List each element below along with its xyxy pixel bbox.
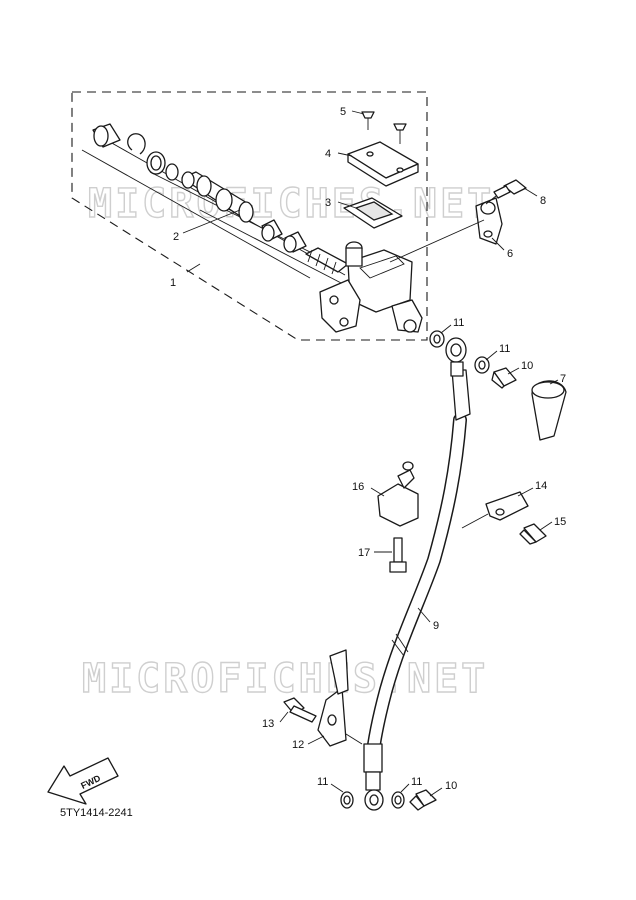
callout-15: 15 xyxy=(554,516,566,528)
union-axis-line xyxy=(389,219,485,263)
callout-11-bottom-right: 11 xyxy=(411,776,422,788)
callout-1: 1 xyxy=(170,277,176,289)
callout-11-bottom-left: 11 xyxy=(317,776,328,788)
holder-12-part xyxy=(317,649,349,747)
diagram-code: 5TY1414-2241 xyxy=(60,807,133,819)
piston-rod-part xyxy=(181,171,254,223)
callout-10-top: 10 xyxy=(521,360,533,372)
callout-4: 4 xyxy=(325,148,331,160)
callout-14: 14 xyxy=(535,480,547,492)
piston-cup-part xyxy=(92,123,121,148)
bolt-8-part xyxy=(493,179,527,199)
callout-3: 3 xyxy=(325,197,331,209)
holder-link xyxy=(345,733,363,745)
cup-seal-part xyxy=(261,219,283,242)
assembly-outline xyxy=(71,91,428,341)
hose-bracket-link xyxy=(461,513,489,529)
callout-13: 13 xyxy=(262,718,274,730)
hose-holder-16-part xyxy=(377,461,419,527)
callout-11-right: 11 xyxy=(499,343,510,355)
bolt-13-part xyxy=(283,697,317,723)
watermark-bottom: MICROFICHES.NET xyxy=(82,656,488,702)
washer-11-bottom-right-part xyxy=(391,791,405,809)
master-cylinder-body xyxy=(319,241,423,333)
callout-17: 17 xyxy=(358,547,370,559)
cap-screw-part xyxy=(361,111,407,144)
washer-ring-part xyxy=(146,151,166,175)
union-bolt-10-bottom-part xyxy=(409,789,437,811)
circlip-part xyxy=(127,133,146,155)
bolt-15-part xyxy=(519,523,547,545)
washer-11-right-part xyxy=(474,356,490,374)
callout-7: 7 xyxy=(560,373,566,385)
fwd-arrow-icon: FWD xyxy=(47,757,119,805)
protector-boot-part xyxy=(531,380,567,441)
union-bolt-10-top-part xyxy=(491,367,517,389)
washer-11-top-part xyxy=(429,330,445,348)
callout-8: 8 xyxy=(540,195,546,207)
washer-11-bottom-left-part xyxy=(340,791,354,809)
diaphragm-part xyxy=(343,197,403,229)
callout-5: 5 xyxy=(340,106,346,118)
hose-bracket-14-part xyxy=(485,491,529,521)
callout-leaders xyxy=(182,110,559,797)
o-ring-part xyxy=(165,163,179,181)
union-bracket-part xyxy=(475,197,503,245)
callout-11-top: 11 xyxy=(453,317,464,329)
bolt-8-axis xyxy=(485,195,497,205)
callout-9: 9 xyxy=(433,620,439,632)
callout-2: 2 xyxy=(173,231,179,243)
callout-10-bottom: 10 xyxy=(445,780,457,792)
bolt-17-part xyxy=(389,537,407,573)
callout-16: 16 xyxy=(352,481,364,493)
spring-part xyxy=(305,247,349,275)
callout-12: 12 xyxy=(292,739,304,751)
reservoir-cap-part xyxy=(347,141,419,187)
callout-6: 6 xyxy=(507,248,513,260)
watermark-top: MICROFICHES.NET xyxy=(88,181,494,227)
seal-part xyxy=(283,231,307,253)
brake-hose-part xyxy=(363,337,471,811)
